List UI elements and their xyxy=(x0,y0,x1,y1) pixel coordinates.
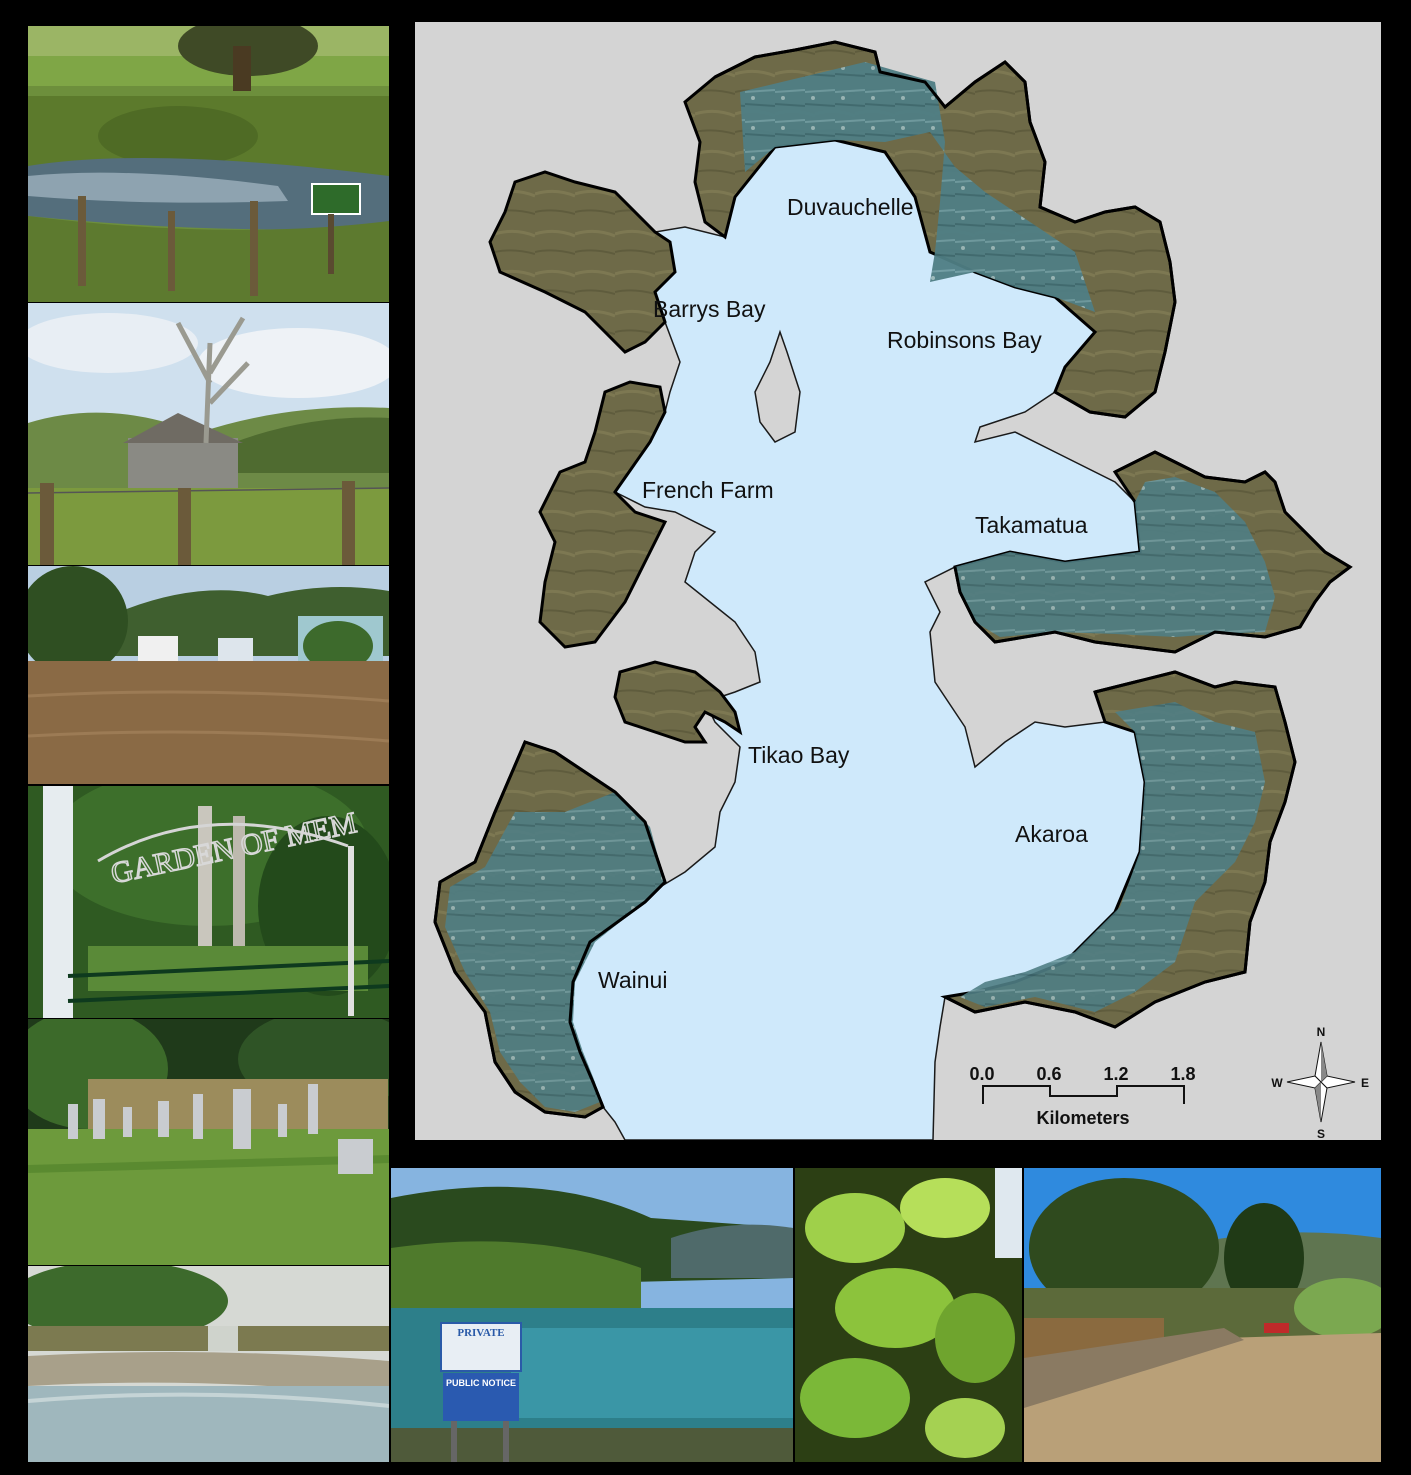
photo-cemetery xyxy=(28,1019,389,1265)
scale-tick-1: 0.6 xyxy=(1036,1064,1061,1084)
parcel-tikao xyxy=(613,660,743,744)
parcel-barrys-bay xyxy=(488,170,677,354)
parcel-wainui-urban xyxy=(445,792,665,1112)
scale-unit: Kilometers xyxy=(1036,1108,1129,1128)
compass-rose-icon: N S W E xyxy=(1271,1025,1369,1140)
spit-island xyxy=(754,329,801,443)
label-akaroa: Akaroa xyxy=(1015,821,1088,847)
photo-gravel-road xyxy=(1024,1168,1381,1462)
map-panel: Duvauchelle Barrys Bay Robinsons Bay Fre… xyxy=(415,22,1381,1140)
label-takamatua: Takamatua xyxy=(975,512,1088,538)
scale-tick-3: 1.8 xyxy=(1170,1064,1195,1084)
compass-e: E xyxy=(1361,1076,1369,1090)
compass-w: W xyxy=(1271,1076,1283,1090)
photo-harbour-notice: PRIVATE PUBLIC NOTICE xyxy=(391,1168,793,1462)
scale-bar: 0.0 0.6 1.2 1.8 Kilometers xyxy=(969,1064,1195,1128)
label-french-farm: French Farm xyxy=(642,477,774,503)
parcel-takamatua-urban xyxy=(955,477,1275,637)
parcel-akaroa-urban xyxy=(960,702,1265,1012)
scale-tick-0: 0.0 xyxy=(969,1064,994,1084)
label-wainui: Wainui xyxy=(598,967,667,993)
photo-stream xyxy=(28,26,389,302)
photo-shed xyxy=(28,303,389,565)
photo-garden-gate: GARDEN OF MEM xyxy=(28,786,389,1018)
compass-s: S xyxy=(1317,1127,1325,1140)
parcel-duvauchelle-urban xyxy=(740,62,1095,312)
photo-leaves xyxy=(795,1168,1022,1462)
label-barrys-bay: Barrys Bay xyxy=(653,296,766,322)
notice-private-text: PRIVATE xyxy=(457,1327,504,1339)
compass-n: N xyxy=(1317,1025,1326,1039)
label-duvauchelle: Duvauchelle xyxy=(787,194,914,220)
parcel-french-farm xyxy=(538,380,668,649)
scale-tick-2: 1.2 xyxy=(1103,1064,1128,1084)
photo-flood xyxy=(28,566,389,784)
label-tikao-bay: Tikao Bay xyxy=(748,742,850,768)
photo-foreshore xyxy=(28,1266,389,1462)
label-robinsons-bay: Robinsons Bay xyxy=(887,327,1042,353)
notice-public-text: PUBLIC NOTICE xyxy=(446,1378,516,1388)
